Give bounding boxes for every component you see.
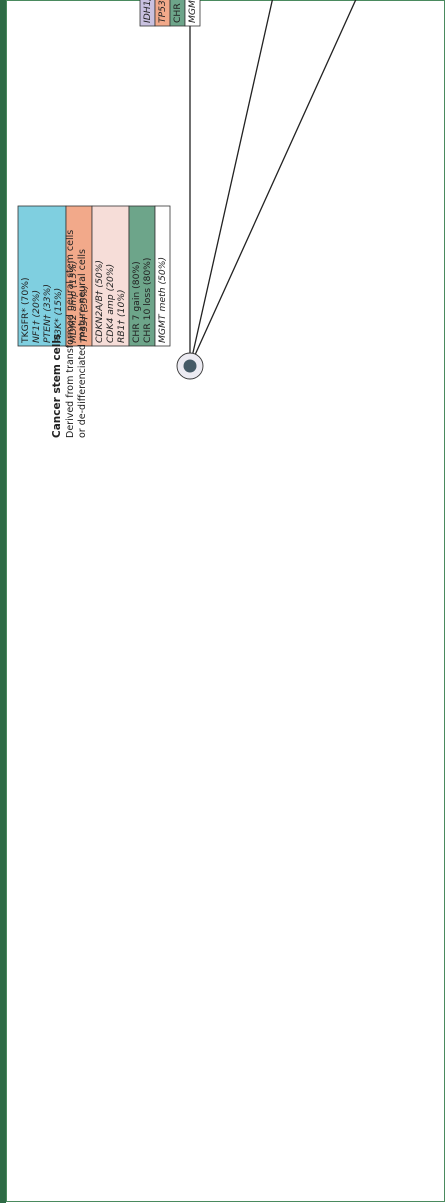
root-subtitle: Derived from transformed neural stem cel…: [65, 230, 76, 438]
marker-text: CHR 10 loss (80%): [142, 258, 153, 344]
arrow-oligo: [189, 0, 299, 367]
marker-text: CHR 7 gain (50%): [172, 0, 183, 23]
marker-text: IDH1/IDH2 mt (70%): [142, 0, 153, 23]
marker-text: RB1† (10%): [116, 289, 127, 343]
progression-arrows: [186, 0, 406, 367]
marker-text: MGMT meth (50%): [157, 257, 168, 343]
marker-text: TP53† (35%): [79, 285, 90, 343]
marker-text: CHR 7 gain (80%): [131, 261, 142, 343]
cell-nucleus: [183, 359, 197, 373]
diagram-stage: TKGFR* (70%)NF1† (20%)PTEN† (33%)PI3K* (…: [0, 0, 446, 446]
marker-box-purple: [139, 0, 156, 27]
marker-text: MDM2 amp (15%): [68, 260, 79, 343]
cell-illustrations: [176, 352, 204, 380]
marker-text: TKGFR* (70%): [20, 277, 31, 344]
marker-text: PTEN† (33%): [42, 284, 53, 343]
primary-markers: TKGFR* (70%)NF1† (20%)PTEN† (33%)PI3K* (…: [17, 205, 171, 347]
root-title: Cancer stem cells: [51, 334, 63, 438]
root-subtitle: or de-differenciated mature neural cells: [77, 249, 88, 438]
marker-text: TP53† (60%): [157, 0, 168, 23]
marker-box-white: [154, 205, 171, 347]
glioma-progression-diagram: TKGFR* (70%)NF1† (20%)PTEN† (33%)PI3K* (…: [17, 0, 406, 438]
marker-box-green: [169, 0, 186, 27]
marker-text: NF1† (20%): [31, 290, 42, 343]
astro-markers: IDH1/IDH2 mt (70%) TP53† (60%) CHR 7 gain …: [139, 0, 201, 27]
marker-box-orange: [154, 0, 171, 27]
marker-boxes: TKGFR* (70%)NF1† (20%)PTEN† (33%)PI3K* (…: [17, 0, 201, 347]
arrow-astro: [189, 0, 406, 367]
marker-text: PI3K* (15%): [53, 288, 64, 343]
marker-text: CDK4 amp (20%): [105, 264, 116, 343]
marker-text: MGMT meth (50%): [187, 0, 198, 23]
frame-left-bar: [0, 0, 6, 1203]
stem-cell: [176, 352, 204, 380]
marker-text: CDKN2A/B† (50%): [94, 260, 105, 343]
frame-border: [6, 0, 445, 1202]
marker-box-white: [184, 0, 201, 27]
